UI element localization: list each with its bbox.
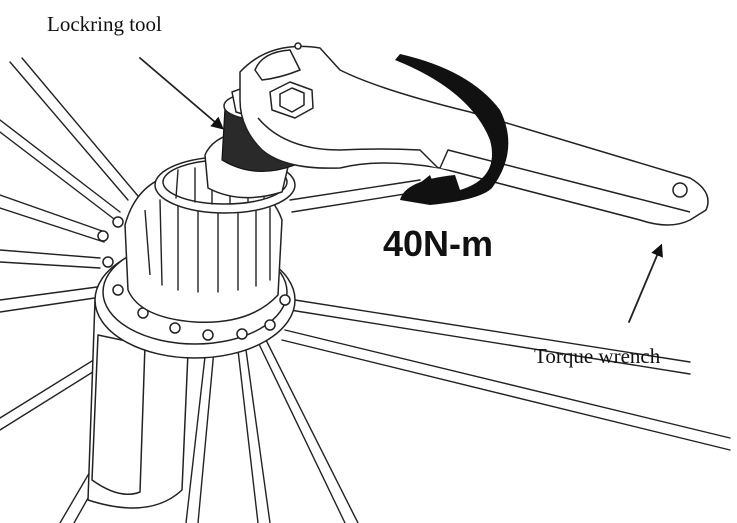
- lockring-callout-line: [139, 57, 224, 130]
- torque-value-label: 40N-m: [383, 223, 493, 264]
- torque-wrench-label: Torque wrench: [534, 344, 661, 368]
- torque-wrench: [239, 42, 709, 226]
- lockring-tool-label: Lockring tool: [47, 12, 162, 36]
- torque-wrench-callout-line: [628, 243, 663, 323]
- rotation-arrow-icon: [395, 54, 509, 205]
- flange-holes: [97, 216, 291, 341]
